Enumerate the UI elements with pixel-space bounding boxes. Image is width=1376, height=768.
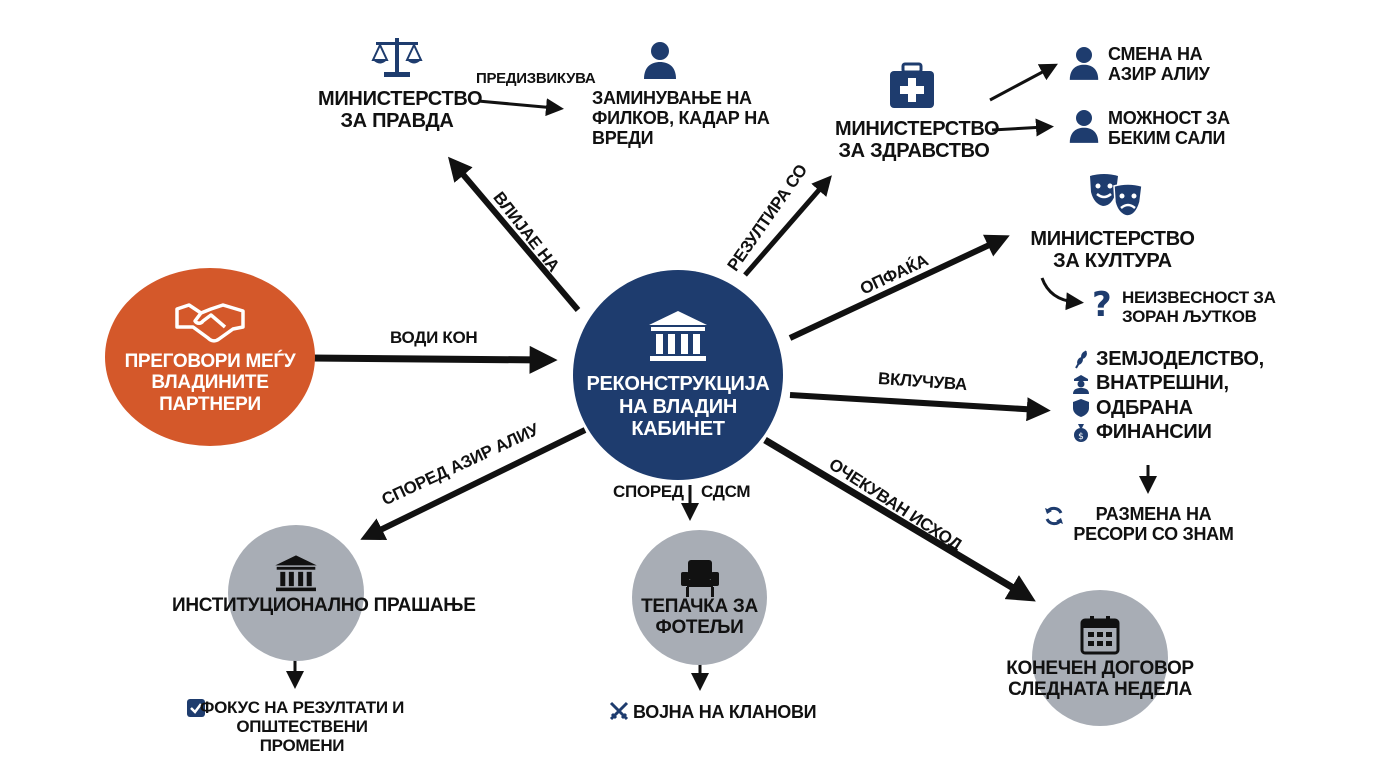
shield-icon xyxy=(1073,398,1089,417)
edge-label-sdsm: СДСМ xyxy=(701,482,751,501)
wheat-icon xyxy=(1075,350,1087,369)
scales-icon xyxy=(371,38,423,77)
arrow-culture-note xyxy=(1040,277,1084,311)
question-icon: ? xyxy=(1092,285,1112,325)
crossed-swords-icon xyxy=(609,701,629,721)
arrow-center-justice xyxy=(448,156,581,312)
institutional-node[interactable] xyxy=(228,525,364,661)
svg-text:$: $ xyxy=(1078,432,1084,442)
resort-item: ОДБРАНА xyxy=(1072,397,1264,419)
culture-label[interactable]: МИНИСТЕРСТВО ЗА КУЛТУРА xyxy=(1030,228,1195,273)
police-officer-icon xyxy=(1073,374,1089,394)
seats-node[interactable] xyxy=(632,530,767,665)
arrow-health-option-2 xyxy=(991,118,1054,137)
person-icon xyxy=(1069,47,1099,80)
resorts-list: ЗЕМЈОДЕЛСТВО, ВНАТРЕШНИ, ОДБРАНА $ ФИНАН… xyxy=(1072,348,1264,444)
arrow-center-institutional xyxy=(360,427,587,540)
health-option-2: МОЖНОСТ ЗА БЕКИМ САЛИ xyxy=(1108,108,1230,149)
government-building-icon xyxy=(275,555,317,592)
resort-agriculture: ЗЕМЈОДЕЛСТВО, xyxy=(1096,348,1264,370)
resort-item: $ ФИНАНСИИ xyxy=(1072,421,1264,443)
institutional-focus: ФОКУС НА РЕЗУЛТАТИ И ОПШТЕСТВЕНИ ПРОМЕНИ xyxy=(199,698,405,756)
center-label: РЕКОНСТРУКЦИЈА НА ВЛАДИН КАБИНЕТ xyxy=(586,373,770,441)
government-building-icon xyxy=(649,311,707,362)
resort-interior: ВНАТРЕШНИ, xyxy=(1096,372,1229,395)
health-option-1: СМЕНА НА АЗИР АЛИУ xyxy=(1108,44,1210,85)
edge-label-leads-to: ВОДИ КОН xyxy=(390,328,478,347)
handshake-icon xyxy=(175,303,245,343)
health-label[interactable]: МИНИСТЕРСТВО ЗА ЗДРАВСТВО xyxy=(835,118,1000,163)
resort-item: ЗЕМЈОДЕЛСТВО, xyxy=(1072,348,1264,370)
arrow-center-culture xyxy=(788,234,1010,341)
theater-masks-icon xyxy=(1090,174,1143,217)
resort-defense: ОДБРАНА xyxy=(1096,396,1193,419)
center-node[interactable]: РЕКОНСТРУКЦИЈА НА ВЛАДИН КАБИНЕТ xyxy=(573,270,783,480)
arrow-center-final xyxy=(763,436,1036,602)
seats-label: ТЕПАЧКА ЗА ФОТЕЉИ xyxy=(641,596,758,639)
edge-label-provokes: ПРЕДИЗВИКУВА xyxy=(476,70,596,87)
checkbox-icon xyxy=(187,699,205,717)
arrow-health-option-1 xyxy=(989,63,1058,102)
final-label: КОНЕЧЕН ДОГОВОР СЛЕДНАТА НЕДЕЛА xyxy=(1006,658,1194,701)
arrow-negotiations-center xyxy=(309,345,558,374)
resorts-outcome: РАЗМЕНА НА РЕСОРИ СО ЗНАМ xyxy=(1073,504,1234,545)
institutional-label: ИНСТИТУЦИОНАЛНО ПРАШАЊЕ xyxy=(172,595,476,616)
person-icon xyxy=(644,42,676,79)
arrow-justice-effect xyxy=(477,98,564,117)
money-bag-icon: $ xyxy=(1074,424,1088,443)
seats-war: ВОЈНА НА КЛАНОВИ xyxy=(633,702,817,722)
negotiations-label: ПРЕГОВОРИ МЕЃУ ВЛАДИНИТЕ ПАРТНЕРИ xyxy=(124,351,296,415)
person-icon xyxy=(1069,110,1099,143)
negotiations-node[interactable]: ПРЕГОВОРИ МЕЃУ ВЛАДИНИТЕ ПАРТНЕРИ xyxy=(105,268,315,446)
medical-kit-icon xyxy=(890,62,934,108)
edge-label-per: СПОРЕД xyxy=(613,482,684,501)
arrow-center-health xyxy=(743,175,832,277)
final-node[interactable] xyxy=(1032,590,1168,726)
culture-note: НЕИЗВЕСНОСТ ЗА ЗОРАН ЉУТКОВ xyxy=(1122,288,1276,327)
resort-finance: ФИНАНСИИ xyxy=(1096,421,1212,444)
resort-item: ВНАТРЕШНИ, xyxy=(1072,372,1264,394)
calendar-icon xyxy=(1080,616,1120,655)
justice-label[interactable]: МИНИСТЕРСТВО ЗА ПРАВДА xyxy=(318,88,483,133)
armchair-icon xyxy=(680,559,719,597)
refresh-icon xyxy=(1045,506,1063,526)
justice-effect: ЗАМИНУВАЊЕ НА ФИЛКОВ, КАДАР НА ВРЕДИ xyxy=(592,88,770,149)
arrow-center-resorts xyxy=(789,392,1051,422)
